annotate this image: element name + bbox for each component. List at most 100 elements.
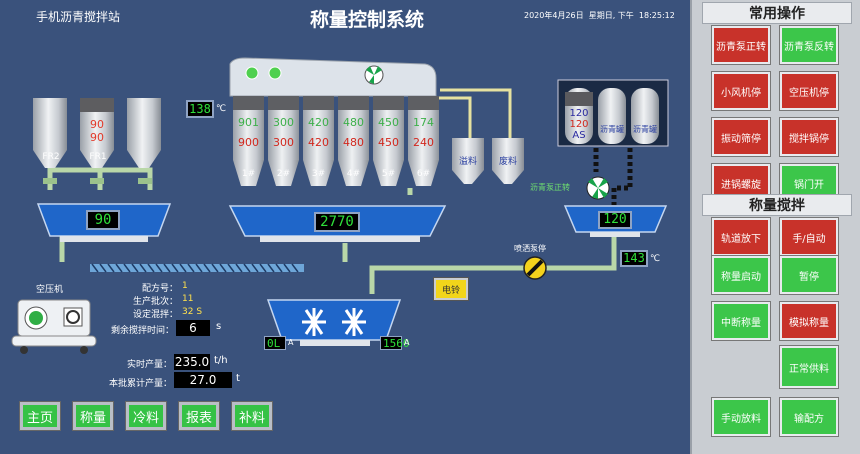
nav-home-button[interactable]: 主页 bbox=[19, 401, 61, 431]
mix-time-label: 设定混拌： bbox=[132, 310, 178, 320]
weigh-mix-title: 称量搅拌 bbox=[702, 194, 852, 216]
hot-bin-set: 450 bbox=[378, 116, 399, 129]
air-compressor-drawing bbox=[11, 299, 97, 354]
bin-temp-display: 138 bbox=[186, 100, 214, 118]
mix-time: 32 S bbox=[182, 307, 203, 317]
batches-label: 生产批次： bbox=[132, 297, 178, 307]
nav-weigh-button[interactable]: 称量 bbox=[72, 401, 114, 431]
weigh-op-button[interactable]: 手动放料 bbox=[711, 397, 771, 437]
common-ops-title: 常用操作 bbox=[702, 2, 852, 24]
filler-scale-display: 90 bbox=[86, 210, 120, 230]
remain-value: 6 bbox=[176, 320, 210, 336]
hot-bin-level bbox=[233, 96, 264, 110]
bin-label-fr1: FR1 bbox=[89, 152, 107, 162]
hot-bin-set: 174 bbox=[413, 116, 434, 129]
asphalt-pipes bbox=[593, 148, 633, 205]
bin-temp-unit: ℃ bbox=[216, 104, 227, 114]
process-canvas: 手机沥青搅拌站 称量控制系统 2020年4月26日 星期日, 下午 18:25:… bbox=[0, 0, 690, 454]
asphalt-pump-label: 沥青泵正转 bbox=[530, 183, 570, 192]
screw-conveyor bbox=[90, 264, 304, 272]
powder-bin-label-2: 废料 bbox=[498, 157, 517, 167]
datetime: 2020年4月26日 星期日, 下午 18:25:12 bbox=[524, 11, 675, 20]
hot-bin: 420 420 bbox=[303, 96, 334, 160]
nav-report-button[interactable]: 报表 bbox=[178, 401, 220, 431]
station-name: 手机沥青搅拌站 bbox=[36, 10, 121, 24]
hot-bin: 300 300 bbox=[268, 96, 299, 160]
asphalt-tank-3-label: 沥青罐 bbox=[633, 125, 657, 134]
weigh-op-button[interactable]: 轨道放下 bbox=[711, 217, 771, 257]
weigh-op-button[interactable]: 模拟称量 bbox=[779, 301, 839, 341]
powder-bin-label-1: 溢料 bbox=[458, 157, 477, 167]
asphalt-tank-2-label: 沥青罐 bbox=[600, 125, 624, 134]
total-label: 本批累计产量： bbox=[108, 379, 172, 389]
common-op-button[interactable]: 空压机停 bbox=[779, 71, 839, 111]
hot-bin-level bbox=[268, 96, 299, 110]
mixer-right-display: 1560 bbox=[380, 336, 410, 350]
weigh-op-button[interactable]: 手/自动 bbox=[779, 217, 839, 257]
total-unit: t bbox=[236, 373, 240, 384]
aggregate-scale-display: 2770 bbox=[314, 212, 360, 232]
hot-bin-actual: 300 bbox=[273, 136, 294, 149]
rate-unit: t/h bbox=[214, 355, 228, 366]
bin-label-fr2: FR2 bbox=[42, 152, 60, 162]
asphalt-tank-1-set: 120 bbox=[569, 108, 589, 119]
hot-bin-label: 6# bbox=[416, 169, 431, 179]
hot-bin-level bbox=[303, 96, 334, 110]
asphalt-tanks bbox=[565, 88, 659, 144]
mixer-right-unit: A bbox=[404, 338, 410, 347]
powder-bins bbox=[452, 138, 524, 184]
hot-bin-level bbox=[338, 96, 369, 110]
process-diagram bbox=[11, 57, 669, 354]
weigh-op-button[interactable]: 中断称量 bbox=[711, 301, 771, 341]
page-title: 称量控制系统 bbox=[310, 9, 425, 31]
powder-pipes bbox=[436, 88, 512, 138]
hot-bin: 480 480 bbox=[338, 96, 369, 160]
weigh-op-button[interactable]: 正常供料 bbox=[779, 345, 839, 389]
remain-unit: s bbox=[216, 321, 222, 332]
batches: 11 bbox=[182, 294, 194, 304]
weigh-op-button[interactable]: 输配方 bbox=[779, 397, 839, 437]
hot-bin-cones bbox=[233, 160, 439, 186]
bin-value-fr1-actual: 90 bbox=[90, 131, 104, 144]
nav-cold-feed-button[interactable]: 冷料 bbox=[125, 401, 167, 431]
rate-value: 235.0 bbox=[174, 354, 210, 370]
spray-temp-display: 143 bbox=[620, 250, 648, 267]
hot-bin: 450 450 bbox=[373, 96, 404, 160]
common-op-button[interactable]: 沥青泵正转 bbox=[711, 25, 771, 65]
spray-temp-unit: ℃ bbox=[650, 254, 661, 264]
hot-bin-set: 480 bbox=[343, 116, 364, 129]
hot-bin-level bbox=[408, 96, 439, 110]
hot-bin-label: 3# bbox=[311, 169, 326, 179]
hot-bin-actual: 480 bbox=[343, 136, 364, 149]
bell-button[interactable]: 电铃 bbox=[433, 277, 469, 301]
hot-bin-actual: 420 bbox=[308, 136, 329, 149]
common-op-button[interactable]: 搅拌锅停 bbox=[779, 117, 839, 157]
hot-bin-label: 4# bbox=[346, 169, 361, 179]
common-op-button[interactable]: 小风机停 bbox=[711, 71, 771, 111]
spray-pump-label: 喷洒泵停 bbox=[514, 244, 546, 253]
nav-refill-button[interactable]: 补料 bbox=[231, 401, 273, 431]
hot-bin-label: 1# bbox=[241, 169, 256, 179]
hot-bin-actual: 450 bbox=[378, 136, 399, 149]
hot-bin-set: 901 bbox=[238, 116, 259, 129]
recipe-no: 1 bbox=[182, 281, 188, 291]
hot-bin-actual: 240 bbox=[413, 136, 434, 149]
asphalt-tank-1-actual: 120 bbox=[569, 119, 589, 130]
hot-bin-set: 300 bbox=[273, 116, 294, 129]
hot-bin-label: 2# bbox=[276, 169, 291, 179]
mixer bbox=[266, 299, 402, 341]
total-value: 27.0 bbox=[174, 372, 232, 388]
asphalt-tank-1-label: AS bbox=[572, 130, 586, 141]
weigh-op-button[interactable]: 称量启动 bbox=[711, 255, 771, 295]
weigh-op-button[interactable]: 暂停 bbox=[779, 255, 839, 295]
common-op-button[interactable]: 振动筛停 bbox=[711, 117, 771, 157]
mixer-blades bbox=[302, 308, 366, 336]
hot-bin-set: 420 bbox=[308, 116, 329, 129]
aggregate-bins bbox=[33, 98, 161, 184]
hot-bin-tower bbox=[229, 57, 437, 97]
mixer-left-display: 0L bbox=[264, 336, 286, 350]
bin-value-fr1-set: 90 bbox=[90, 118, 104, 131]
common-op-button[interactable]: 沥青泵反转 bbox=[779, 25, 839, 65]
hot-bin-level bbox=[373, 96, 404, 110]
